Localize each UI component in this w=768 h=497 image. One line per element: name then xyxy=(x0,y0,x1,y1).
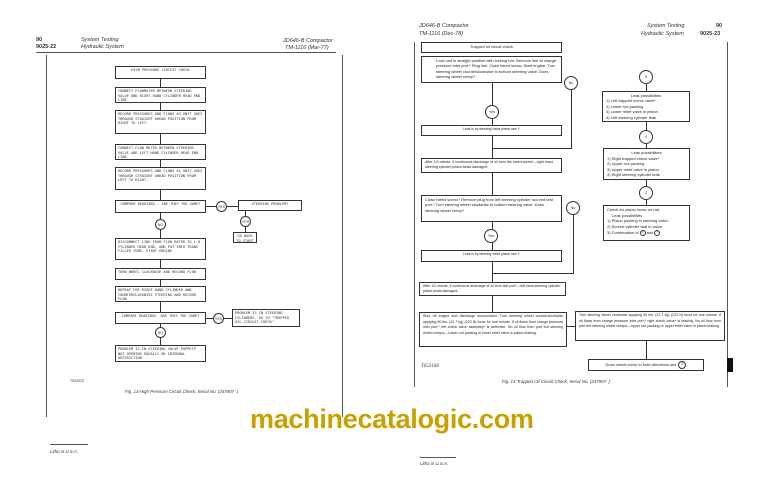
flow-box: RECORD PRESSURES AND FLOWS AS UNIT GOES … xyxy=(115,110,206,134)
flow-box: TURN WHEEL CLOCKWISE AND RECORD FLOW xyxy=(115,268,206,280)
flow-connector xyxy=(646,341,647,360)
page-number: 90 xyxy=(36,37,43,43)
flow-connector xyxy=(492,273,574,274)
section-code: 9025-22 xyxy=(36,44,57,50)
page-tab-marker xyxy=(727,358,733,372)
section-title: System Testing xyxy=(81,37,119,43)
footer-text: Litho in U.S.A. xyxy=(50,449,79,454)
leak-title: Leak possibilities xyxy=(630,93,662,98)
y-circle: Y xyxy=(654,229,661,236)
yes-circle: Yes xyxy=(485,105,499,119)
page-number: 90 xyxy=(716,23,723,29)
flow-box: After 1/2 minute, if continuous discharg… xyxy=(421,158,562,173)
leak-item: 1) Right trapped check valve* xyxy=(607,155,660,161)
frame-left xyxy=(414,42,415,387)
no-circle: No xyxy=(566,201,580,215)
frame-right xyxy=(727,42,728,387)
flow-box: Leak is by steering valve piston see Y xyxy=(421,125,562,136)
leak-title: Leak possibilities xyxy=(631,150,662,155)
figure-code: T653168 xyxy=(421,364,439,369)
yes-circle: YES xyxy=(213,313,224,324)
x-circle: X xyxy=(639,229,646,236)
flow-box-title: Trapped oil circuit check xyxy=(421,42,562,53)
flow-decision: COMPARE READINGS. ARE THEY THE SAME? xyxy=(115,312,206,324)
flow-decision: Close bleed screw.* Remove plug from lef… xyxy=(421,195,562,222)
frame-left xyxy=(46,55,47,417)
flow-box: PROBLEM IS IN STEERING VALVE POPPETS NOT… xyxy=(115,345,206,362)
figure-caption: Fig. 14-Trapped Oil Circuit Check, Seria… xyxy=(502,379,611,384)
flow-connector xyxy=(573,214,574,273)
doc-code: TM-1116 (Mar-77) xyxy=(285,45,329,51)
figure-code: T60332S xyxy=(70,379,85,383)
flow-decision: Lock unit in straight position with lock… xyxy=(421,56,562,83)
leak-box-x: Leak possibilities 1) Left trapped check… xyxy=(602,91,690,122)
header-rule xyxy=(36,52,336,53)
section-subtitle: Hydraulic System xyxy=(641,31,684,37)
frame-right xyxy=(342,55,343,417)
flow-box: After 1/2 minute, if continuous discharg… xyxy=(419,282,566,296)
flow-box: Does wheel creep in both directions see … xyxy=(588,359,704,371)
leak-item: 3) Lower relief valve in piston xyxy=(606,109,658,115)
leak-item: 4) Right steering cylinder leak xyxy=(607,172,660,178)
flow-box: DISCONNECT LINE FROM FLOW RATER TO L.H. … xyxy=(115,238,206,260)
leak-title: Leak possibilities xyxy=(612,212,643,218)
flow-box-text: Does wheel creep in both directions see xyxy=(605,362,677,368)
no-circle: No xyxy=(564,76,578,90)
z-circle: Z xyxy=(639,186,653,200)
doc-title: JD646-B Compactor xyxy=(419,23,469,29)
yes-circle: YES xyxy=(240,216,251,227)
footer-text: Litho in U.S.A. xyxy=(420,461,449,466)
flow-box: Leak is by steering valve piston see Y xyxy=(421,250,562,262)
check-title: Check for piston loose on rod. xyxy=(607,207,661,212)
flow-box: REPEAT FOR RIGHT-HAND CYLINDER AND COUNT… xyxy=(115,286,206,302)
flow-connector xyxy=(567,326,575,327)
no-circle: NO xyxy=(155,219,166,230)
leak-item: 2) Upper rod packing xyxy=(607,161,645,167)
check-box-z: Check for piston loose on rod. Leak poss… xyxy=(603,205,690,241)
leak-item: 2) Scored cylinder wall in valve. xyxy=(607,224,664,230)
flow-box: CONNECT FLOW METER BETWEEN STEERING VALV… xyxy=(115,144,206,160)
figure-caption: Fig. 13-High Pressure Circuit Check, Ser… xyxy=(125,389,239,394)
leak-item: 3) Upper relief valve in piston xyxy=(607,166,659,172)
doc-code: TM-1116 (Dec-78) xyxy=(419,31,464,37)
footer-rule xyxy=(50,444,88,445)
flow-box: GO BACK TO START xyxy=(233,232,257,243)
leak-item: 1) Left trapped check valve* xyxy=(606,98,656,104)
flow-box: STEERING PROBLEM? xyxy=(238,200,302,211)
section-title: System Testing xyxy=(647,23,685,29)
flow-box-title: HIGH PRESSURE CIRCUIT CHECK xyxy=(115,66,206,79)
z-circle: Z xyxy=(678,361,687,369)
section-code: 9025-23 xyxy=(700,31,721,37)
flow-box: RECORD PRESSURES AND FLOWS AS UNIT GOES … xyxy=(115,167,206,190)
flow-box: CONNECT FLOWMATER BETWEEN STEERING VALVE… xyxy=(115,87,206,103)
section-subtitle: Hydraulic System xyxy=(81,44,124,50)
yes-circle: YES xyxy=(216,201,227,212)
leak-item: 2) Lower rod packing xyxy=(606,103,644,109)
no-circle: NO xyxy=(155,327,166,338)
x-circle: X xyxy=(639,70,653,84)
flow-box: Shut off engine and discharge accumulato… xyxy=(419,312,567,347)
leak-item-text: and xyxy=(646,229,654,235)
doc-title: JD646-B Compactor xyxy=(283,38,333,44)
leak-item: 4) Left steering cylinder leak xyxy=(606,114,657,120)
leak-item: 3) Combination of X and Y xyxy=(607,229,686,236)
leak-item-text: 3) Combination of xyxy=(607,229,639,235)
y-circle: Y xyxy=(639,130,653,144)
flow-box: PROBLEM IS IN STEERING CYLINDERS. GO TO … xyxy=(232,309,300,327)
leak-box-y: Leak possibilities 1) Right trapped chec… xyxy=(603,148,690,180)
leak-item: 1) Piston packing in steering valve. xyxy=(607,218,669,224)
footer-rule xyxy=(420,457,456,458)
flow-connector xyxy=(571,88,572,148)
flow-box: Turn steering wheel clockwise applying 5… xyxy=(575,311,725,341)
yes-circle: Yes xyxy=(484,229,498,243)
flow-connector xyxy=(492,148,572,149)
flow-decision: COMPARE READINGS - ARE THEY THE SAME? xyxy=(115,200,206,213)
watermark: machinecatalogic.com xyxy=(250,404,534,434)
